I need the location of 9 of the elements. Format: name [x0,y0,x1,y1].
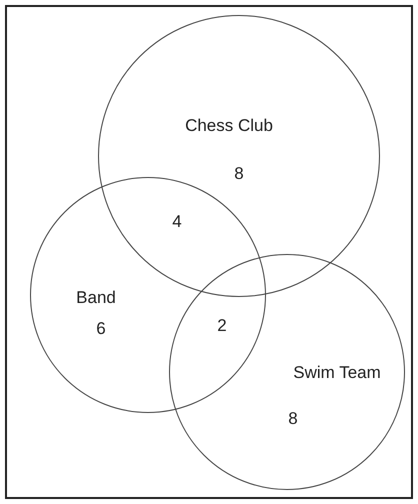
count-value: 8 [288,409,298,429]
circle-label: Band [76,288,116,308]
count-value: 6 [96,319,106,339]
count-value: 8 [234,164,244,184]
circle-label: Chess Club [185,116,273,136]
circle-label: Swim Team [293,363,381,383]
overlap-count: 2 [217,316,227,336]
overlap-count: 4 [172,212,182,232]
venn-circle [169,254,405,490]
